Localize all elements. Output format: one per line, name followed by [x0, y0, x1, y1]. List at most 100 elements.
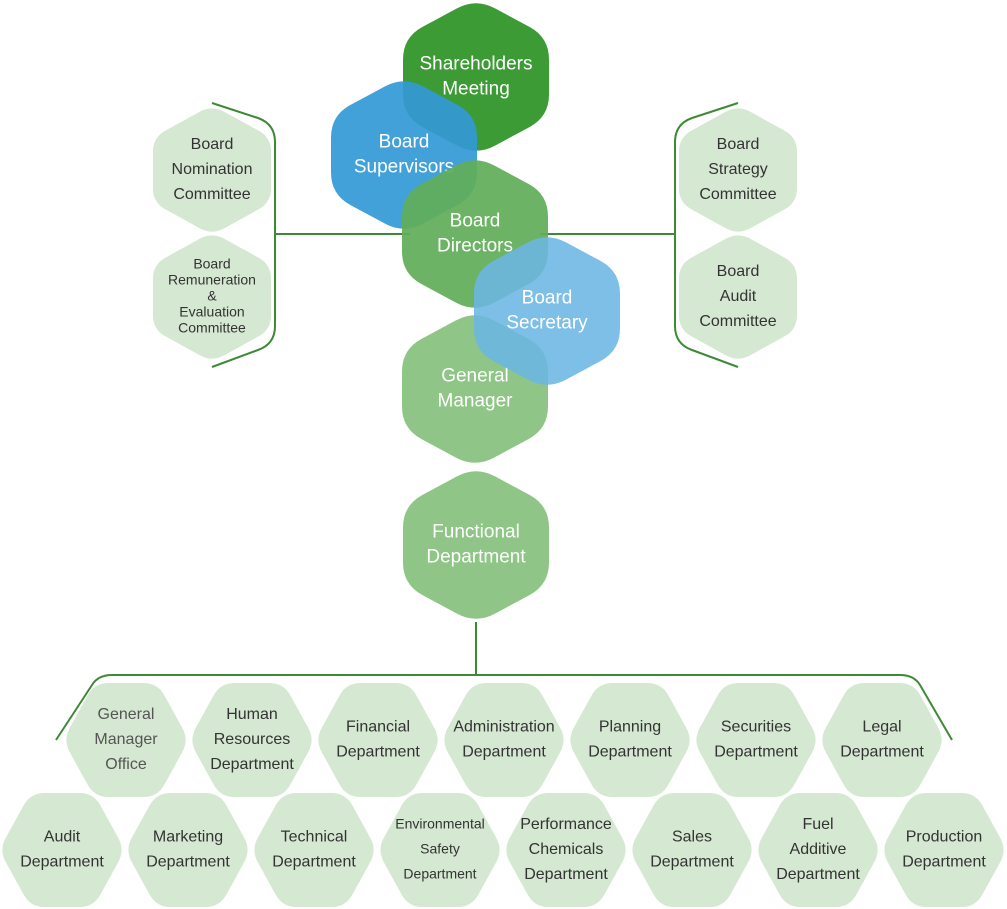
department-row2-5-shape: [506, 793, 626, 907]
departments: GeneralManagerOfficeHumanResourcesDepart…: [2, 683, 1004, 907]
department-bracket: [55, 674, 953, 741]
functional-department-label: Department: [426, 547, 526, 568]
department-row2-5-label: Performance: [520, 816, 612, 833]
board-supervisors-label: Supervisors: [354, 157, 454, 178]
department-row1-2-shape: [192, 683, 312, 797]
department-row1-6-label: Department: [714, 744, 798, 761]
committee-left-2-label: Committee: [178, 320, 246, 336]
department-row2-4-label: Department: [403, 866, 476, 882]
department-row1-5-shape: [570, 683, 690, 797]
department-row1-6-label: Securities: [721, 719, 791, 736]
board-directors-label: Board: [450, 211, 501, 232]
department-row2-3-label: Technical: [281, 829, 348, 846]
department-row1-1-label: General: [98, 706, 155, 723]
committee-left-2-label: Evaluation: [179, 304, 244, 320]
department-row1-3-label: Department: [336, 744, 420, 761]
department-row2-7-label: Department: [776, 866, 860, 883]
functional-department-label: Functional: [432, 522, 520, 543]
committee-right-2-label: Audit: [720, 288, 757, 305]
department-row2-5-label: Chemicals: [529, 841, 604, 858]
committee-right-2-label: Board: [717, 263, 760, 280]
department-row1-4-label: Department: [462, 744, 546, 761]
department-row2-3-label: Department: [272, 854, 356, 871]
department-row1-1-shape: [66, 683, 186, 797]
department-row1-3-shape: [318, 683, 438, 797]
department-row1-7-label: Legal: [862, 719, 901, 736]
general-manager-label: General: [441, 366, 509, 387]
department-row2-1-label: Audit: [44, 829, 81, 846]
department-row1-2-label: Human: [226, 706, 278, 723]
functional-department-shape: [403, 471, 549, 619]
board-supervisors-label: Board: [379, 132, 430, 153]
department-row2-6-label: Sales: [672, 829, 712, 846]
board-directors-label: Directors: [437, 236, 513, 257]
committee-left-2-label: Board: [193, 256, 230, 272]
department-row1-2-label: Department: [210, 756, 294, 773]
department-row1-1-label: Office: [105, 756, 147, 773]
department-row2-7-label: Fuel: [802, 816, 833, 833]
department-row2-5-label: Department: [524, 866, 608, 883]
department-row2-1-label: Department: [20, 854, 104, 871]
department-row2-3-shape: [254, 793, 374, 907]
department-row1-5-label: Department: [588, 744, 672, 761]
board-secretary-label: Secretary: [506, 313, 588, 334]
department-row2-8-label: Production: [906, 829, 983, 846]
department-row2-4-shape: [380, 793, 500, 907]
department-row2-2-label: Department: [146, 854, 230, 871]
department-row2-7-shape: [758, 793, 878, 907]
core-structure: ShareholdersMeetingBoardSupervisorsBoard…: [331, 3, 620, 619]
committee-right-2-shape: [679, 235, 797, 359]
department-row2-6-label: Department: [650, 854, 734, 871]
committee-right-2-label: Committee: [699, 313, 776, 330]
department-row1-7-label: Department: [840, 744, 924, 761]
committees: BoardNominationCommitteeBoardRemuneratio…: [153, 108, 797, 359]
board-secretary-shape: [474, 237, 620, 385]
shareholders-meeting-label: Shareholders: [419, 54, 532, 75]
department-row2-2-shape: [128, 793, 248, 907]
connectors: [55, 102, 953, 741]
committee-left-2-label: &: [207, 288, 217, 304]
department-row1-4-label: Administration: [453, 719, 554, 736]
committee-left-2-label: Remuneration: [168, 272, 256, 288]
department-row2-8-shape: [884, 793, 1004, 907]
committee-left-1-label: Committee: [173, 186, 250, 203]
committee-right-1-shape: [679, 108, 797, 232]
department-row1-7-shape: [822, 683, 942, 797]
department-row2-2-label: Marketing: [153, 829, 223, 846]
committee-right-1-label: Committee: [699, 186, 776, 203]
department-row2-7-label: Additive: [790, 841, 847, 858]
committee-left-1-shape: [153, 108, 271, 232]
department-row1-2-label: Resources: [214, 731, 290, 748]
shareholders-meeting-label: Meeting: [442, 79, 510, 100]
committee-left-2-shape: [153, 235, 271, 359]
board-secretary-label: Board: [522, 288, 573, 309]
department-row2-1-shape: [2, 793, 122, 907]
committee-right-1-label: Board: [717, 136, 760, 153]
department-row1-1-label: Manager: [94, 731, 158, 748]
department-row2-8-label: Department: [902, 854, 986, 871]
department-row1-3-label: Financial: [346, 719, 410, 736]
general-manager-label: Manager: [438, 391, 514, 412]
committee-right-1-label: Strategy: [708, 161, 768, 178]
